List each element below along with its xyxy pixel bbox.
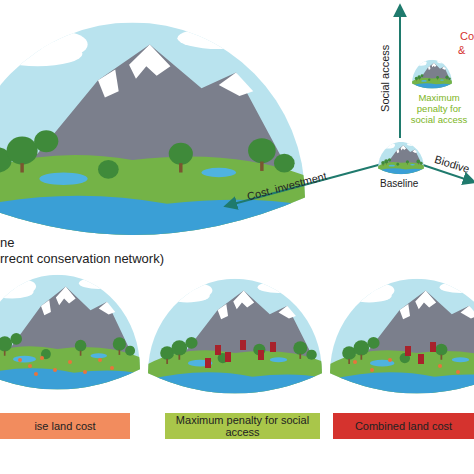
axis-arrow	[226, 164, 382, 206]
scenario-band: Maximum penalty for social access	[165, 413, 320, 439]
mini-dome	[377, 140, 425, 178]
figure-label: &	[458, 44, 465, 57]
scenario-dome	[326, 272, 474, 407]
baseline-dome	[0, 10, 314, 260]
scenario-band: Combined land cost	[333, 413, 474, 439]
scenario-band: ise land cost	[0, 413, 130, 439]
cost-dots	[18, 356, 460, 376]
scenario-dome	[144, 272, 327, 407]
figure-label: ne	[0, 236, 14, 251]
figure-label: rrecnt conservation network)	[0, 252, 164, 267]
scenario-name: ise land cost	[34, 420, 95, 432]
scenario-name: Combined land cost	[355, 420, 452, 432]
axis-arrow	[399, 6, 401, 138]
figure-label: Co	[460, 30, 474, 43]
mini-dome	[411, 58, 453, 92]
figure-label: Maximum penalty for social access	[404, 93, 474, 126]
scenario-name: Maximum penalty for social access	[165, 414, 320, 438]
figure-label: Social access	[379, 33, 392, 123]
figure-label: Biodive	[433, 153, 471, 176]
figure-label: Baseline	[380, 178, 418, 190]
scenario-dome	[0, 268, 144, 403]
people-markers	[205, 340, 436, 368]
